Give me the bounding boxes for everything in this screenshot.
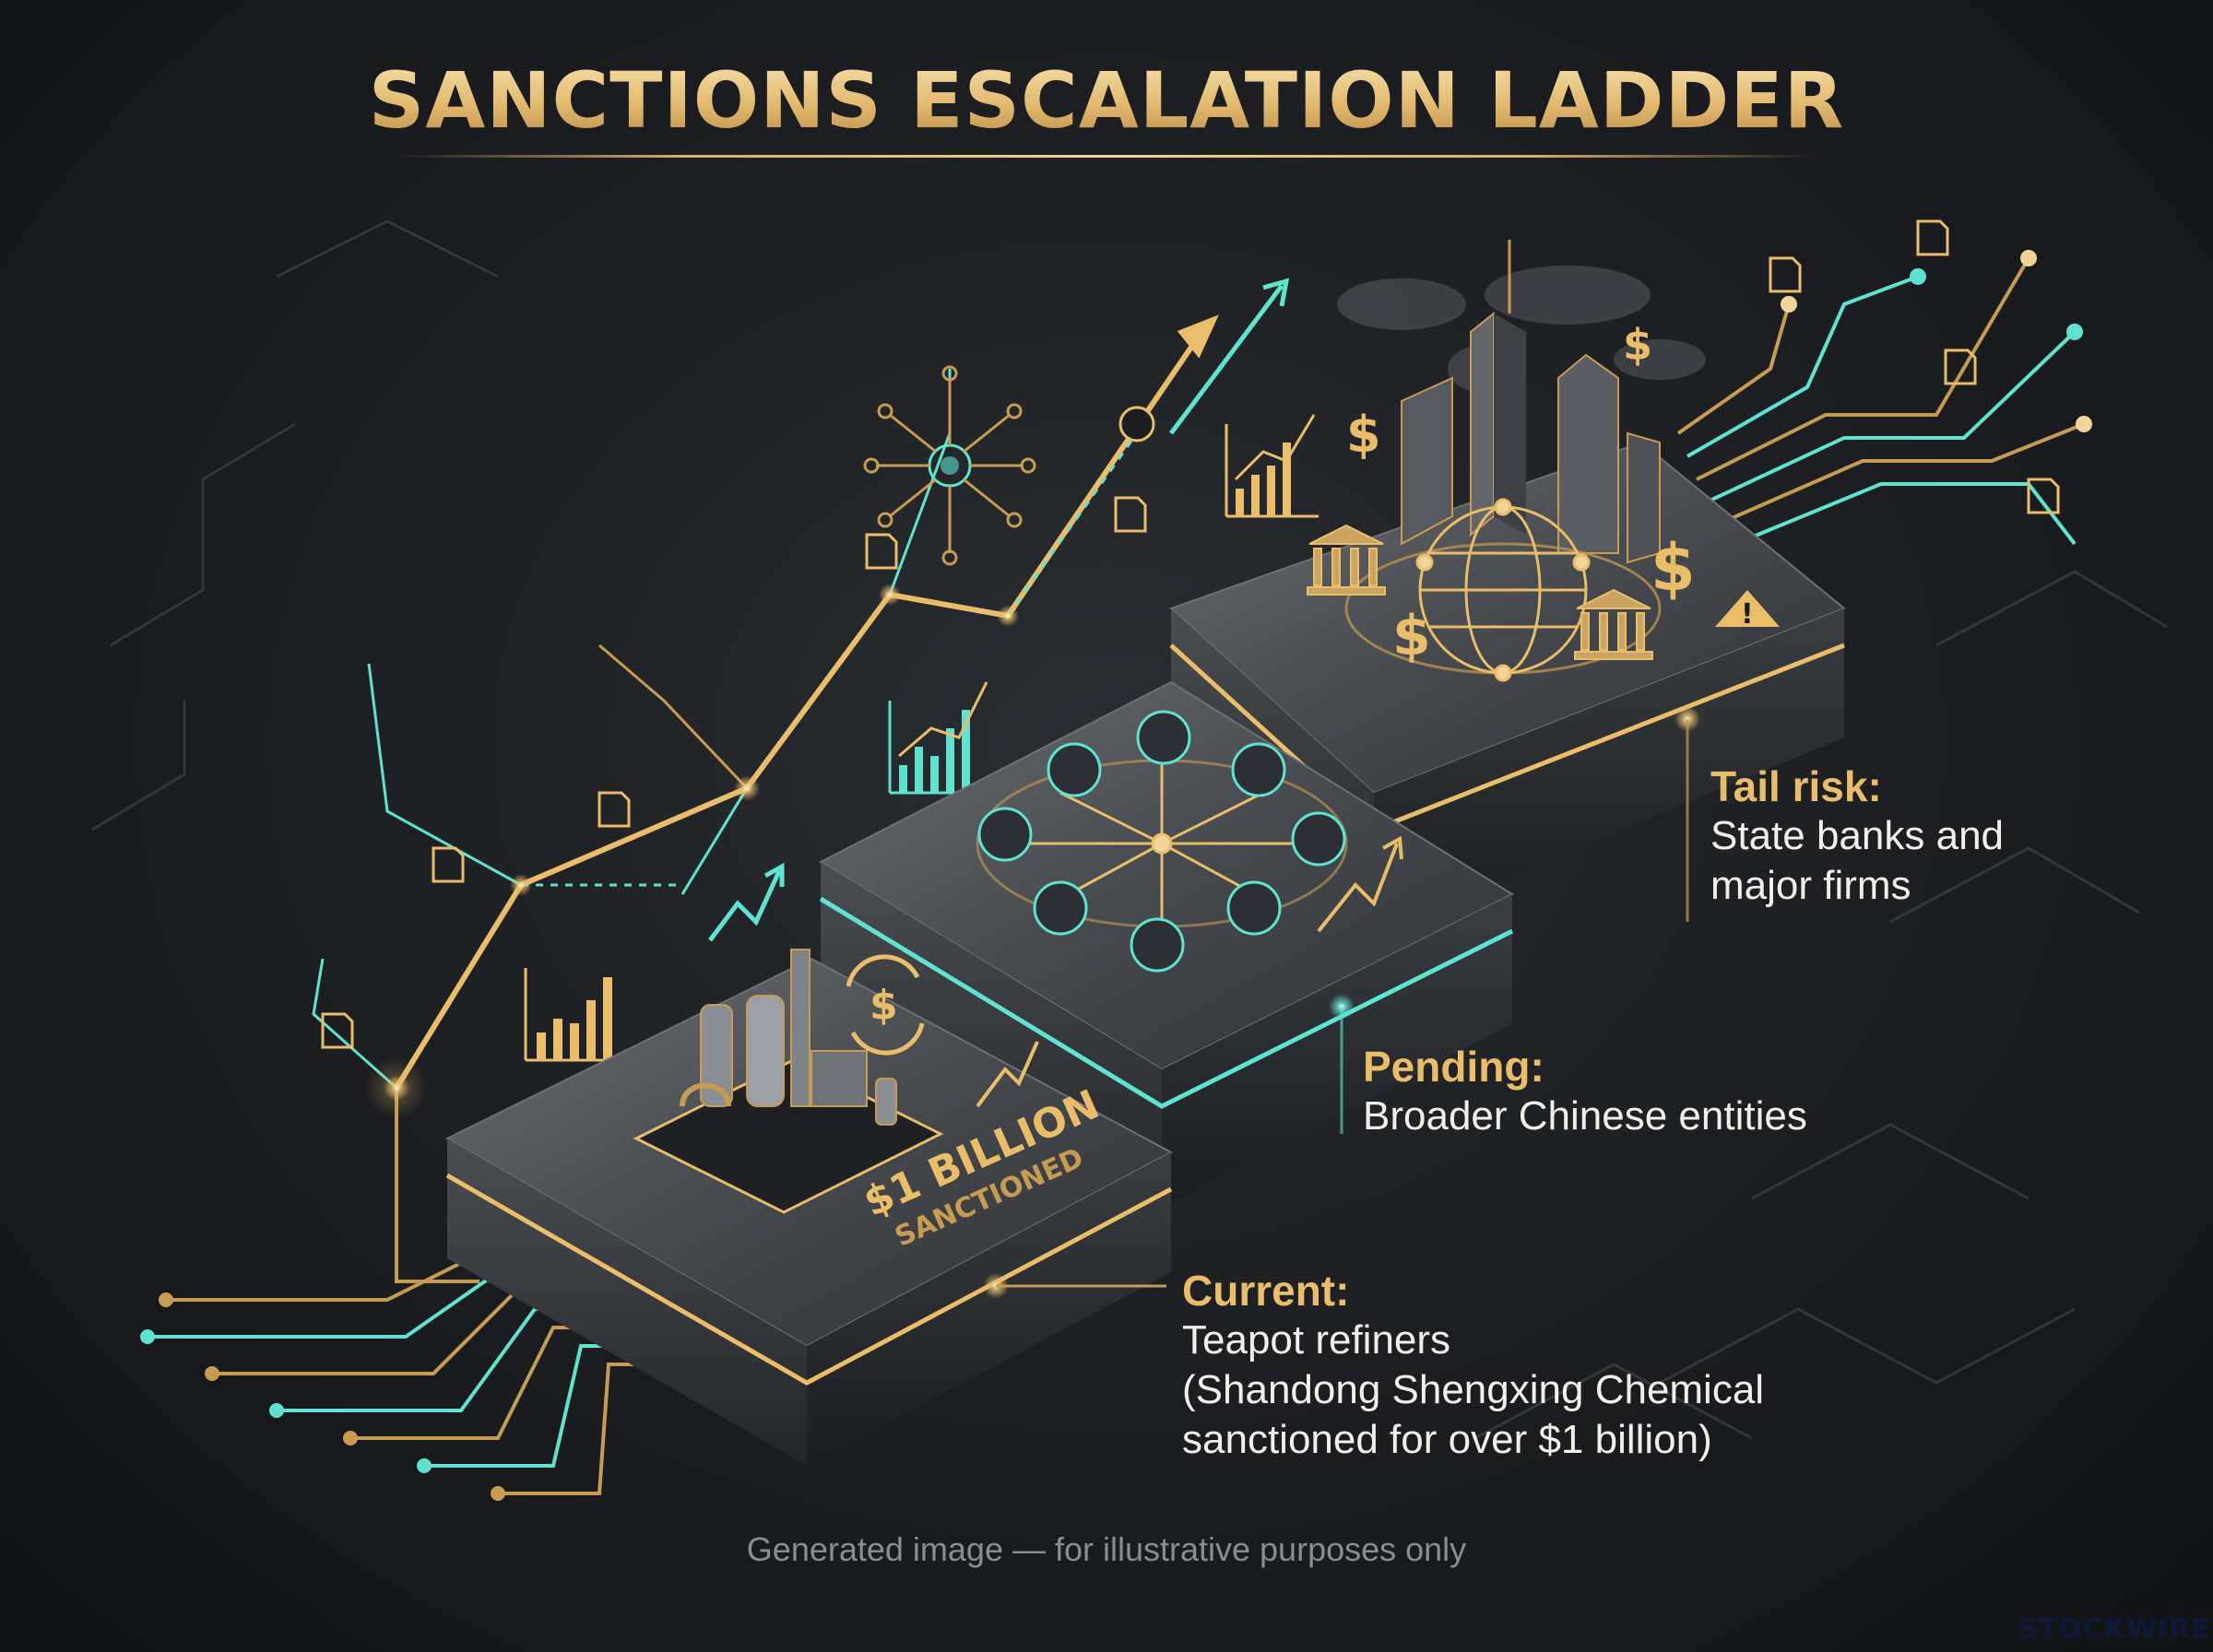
entity-icons <box>977 710 1346 973</box>
callout-tail-risk: Tail risk: State banks and major firms <box>1710 761 2004 911</box>
world-map-icon <box>1337 266 1706 393</box>
currency-cycle-icon: $ <box>846 954 925 1056</box>
step-2-block <box>818 680 1515 1208</box>
circuit-background <box>91 219 2168 1440</box>
svg-text:$: $ <box>1346 406 1381 464</box>
trend-arrow-icon <box>976 1041 1039 1108</box>
svg-text:!: ! <box>1741 598 1754 631</box>
refinery-icon <box>633 949 944 1214</box>
callout-current-label: Current: <box>1182 1267 1350 1315</box>
callout-pending-line-1: Broader Chinese entities <box>1363 1093 1807 1139</box>
title-underline <box>396 155 1817 158</box>
document-icon <box>321 219 2060 1049</box>
dollar-icon: $ $ $ $ <box>1346 320 1696 668</box>
globe-network-icon <box>1344 498 1662 682</box>
callout-current-line-2: (Shandong Shengxing Chemical <box>1182 1367 1765 1412</box>
bank-icon <box>1307 524 1386 596</box>
network-hub-icon <box>863 365 1036 566</box>
bar-chart-icon <box>888 681 996 795</box>
data-traces-top-right <box>1676 250 2092 550</box>
trend-network <box>312 314 1219 1283</box>
svg-text:$: $ <box>1392 604 1431 668</box>
callout-current-line-3: sanctioned for over $1 billion) <box>1182 1417 1712 1462</box>
trend-arrow-icon <box>1177 314 1219 359</box>
bar-chart-icon <box>1225 414 1319 518</box>
skyscraper-icon <box>1401 240 1661 564</box>
callout-tail-risk-line-1: State banks and <box>1710 813 2005 858</box>
callout-tail-risk-line-2: major firms <box>1710 863 1911 908</box>
svg-text:$: $ <box>870 982 898 1029</box>
svg-text:$: $ <box>1651 530 1696 606</box>
bar-chart-icon <box>524 968 636 1062</box>
trend-arrow-icon <box>1317 835 1403 933</box>
callout-tail-risk-label: Tail risk: <box>1710 762 1882 810</box>
disclaimer-footer: Generated image — for illustrative purpo… <box>746 1530 1467 1568</box>
brand-watermark: STOCKWIRE <box>2018 1613 2211 1646</box>
callout-current: Current: Teapot refiners (Shandong Sheng… <box>1182 1266 1764 1465</box>
callout-pending: Pending: Broader Chinese entities <box>1363 1042 1807 1141</box>
svg-text:$: $ <box>1623 320 1652 370</box>
page-title: SANCTIONS ESCALATION LADDER <box>0 55 2213 146</box>
trend-arrow-icon <box>708 277 1290 942</box>
bank-icon <box>1574 588 1653 660</box>
callout-current-line-1: Teapot refiners <box>1182 1317 1451 1363</box>
warning-icon: ! <box>1715 590 1780 631</box>
callout-pending-label: Pending: <box>1363 1043 1544 1091</box>
